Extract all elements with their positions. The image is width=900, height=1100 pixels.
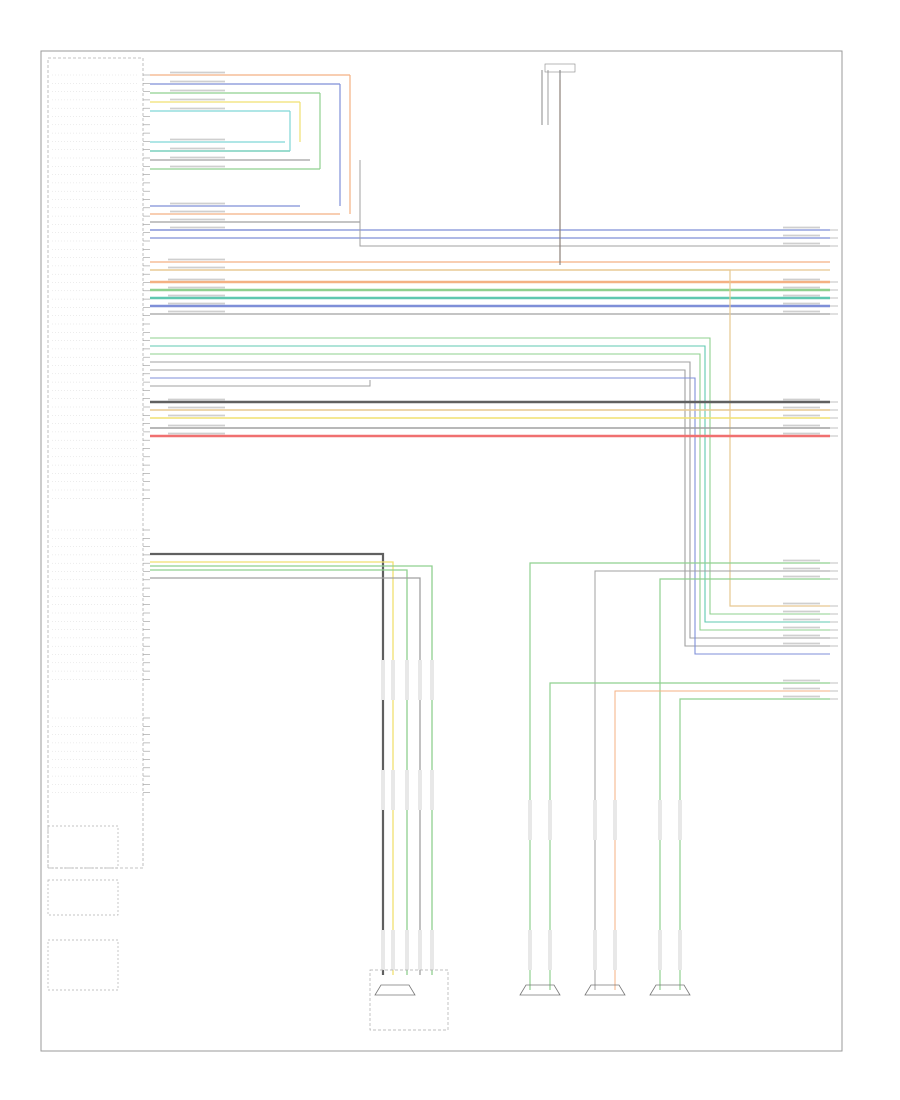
speaker-wire-tag-b-1 xyxy=(391,770,395,810)
right-tag-b-0 xyxy=(528,930,532,970)
mid-wire-5 xyxy=(150,377,830,655)
right-tag-a-3 xyxy=(613,800,617,840)
connector-module-a xyxy=(47,825,119,869)
main-bus-wires xyxy=(150,80,830,655)
connector-module-c xyxy=(47,939,119,991)
speaker-wire-2 xyxy=(150,569,408,975)
left-tweeter-wire-b xyxy=(614,690,830,990)
speaker-wire-tag-c-4 xyxy=(430,930,434,970)
speaker-wires xyxy=(150,552,434,975)
lower-bus-wires xyxy=(150,380,830,438)
mid-wire-0 xyxy=(150,337,830,615)
left-speaker-wire-a xyxy=(659,578,830,990)
bus-down-tan xyxy=(150,269,830,607)
left-speaker-wire-b xyxy=(679,698,830,990)
left-front-tweeter-outline xyxy=(584,984,626,996)
radio-module-box xyxy=(47,57,144,869)
right-tag-b-3 xyxy=(613,930,617,970)
speaker-wire-tag-b-0 xyxy=(381,770,385,810)
instrument-panel-enclosure xyxy=(369,969,449,1031)
mid-wire-4 xyxy=(150,369,830,647)
connector-module-b xyxy=(47,879,119,916)
right-side-wires xyxy=(528,226,838,990)
right-run-gray xyxy=(359,160,830,247)
right-tag-b-1 xyxy=(548,930,552,970)
right-tag-b-5 xyxy=(678,930,682,970)
left-speaker-symbol xyxy=(649,984,691,996)
module-pin-labels xyxy=(52,74,150,794)
right-tag-b-4 xyxy=(658,930,662,970)
instrument-panel-speaker-symbol xyxy=(374,984,416,996)
speaker-wire-tag-a-3 xyxy=(418,660,422,700)
tweeter-wire-right-a xyxy=(529,562,830,990)
lower-wire-short xyxy=(150,380,371,387)
front-right-tweeter-outline xyxy=(519,984,561,996)
diagram-frame xyxy=(40,50,843,1052)
right-tag-a-4 xyxy=(658,800,662,840)
upper-harness-wires xyxy=(150,71,830,247)
speaker-wire-tag-c-1 xyxy=(391,930,395,970)
speaker-wire-0 xyxy=(150,552,385,975)
speaker-wire-tag-a-1 xyxy=(391,660,395,700)
speaker-wire-3 xyxy=(150,577,421,975)
speaker-wire-tag-b-2 xyxy=(405,770,409,810)
speaker-wire-tag-c-3 xyxy=(418,930,422,970)
speaker-wire-tag-a-2 xyxy=(405,660,409,700)
mid-wire-1 xyxy=(150,345,830,623)
speaker-components xyxy=(374,984,691,996)
right-tag-a-2 xyxy=(593,800,597,840)
left-speaker-outline xyxy=(649,984,691,996)
speaker-wire-tag-c-2 xyxy=(405,930,409,970)
right-tag-a-0 xyxy=(528,800,532,840)
mid-wire-2 xyxy=(150,353,830,631)
speaker-wire-tag-b-3 xyxy=(418,770,422,810)
left-front-tweeter-symbol xyxy=(584,984,626,996)
mid-wire-3 xyxy=(150,361,830,639)
front-right-tweeter-symbol xyxy=(519,984,561,996)
speaker-wire-tag-a-4 xyxy=(430,660,434,700)
right-tag-b-2 xyxy=(593,930,597,970)
speaker-wire-4 xyxy=(150,565,433,975)
fuse-block xyxy=(541,63,576,265)
right-tag-a-5 xyxy=(678,800,682,840)
speaker-wire-1 xyxy=(150,561,394,975)
instrument-panel-speaker-outline xyxy=(374,984,416,996)
tweeter-wire-right-b xyxy=(594,570,830,990)
speaker-wire-tag-c-0 xyxy=(381,930,385,970)
speaker-wire-tag-a-0 xyxy=(381,660,385,700)
tweeter-wire-right-c xyxy=(549,682,830,990)
right-tag-a-1 xyxy=(548,800,552,840)
speaker-wire-tag-b-4 xyxy=(430,770,434,810)
